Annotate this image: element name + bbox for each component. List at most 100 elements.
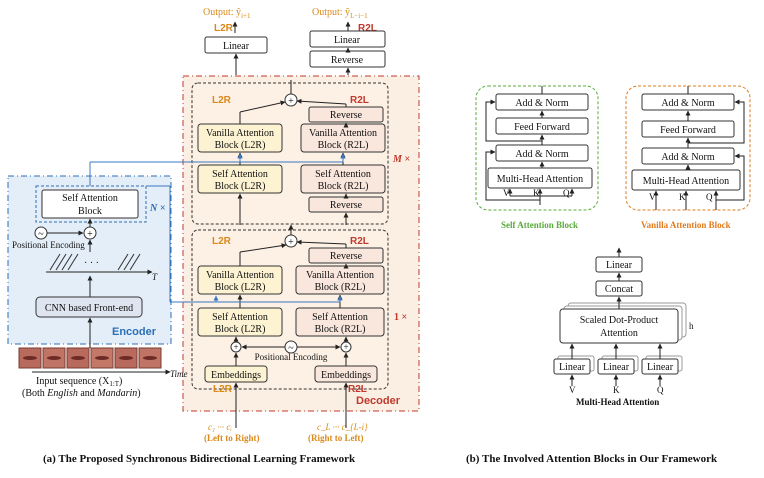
cnn-frontend-box [35, 296, 143, 318]
svg-text:Attention: Attention [600, 328, 638, 339]
right-to-left-label: (Right to Left) [308, 433, 364, 443]
mha-h-label: h [689, 321, 694, 331]
svg-text:Reverse: Reverse [330, 200, 363, 211]
top-linear-r2l-box [309, 30, 386, 48]
encoder-feature-frames [49, 253, 141, 271]
svg-text:Scaled Dot-Product: Scaled Dot-Product [580, 315, 659, 326]
svg-text:Block (L2R): Block (L2R) [215, 181, 266, 192]
svg-text:Q: Q [657, 385, 664, 395]
svg-text:Self Attention: Self Attention [315, 169, 371, 180]
svg-text:Output: ŷL−i−1: Output: ŷL−i−1 [312, 7, 368, 20]
svg-text:Block (R2L): Block (R2L) [315, 324, 366, 335]
svg-text:Concat: Concat [605, 284, 634, 295]
top-reverse-label: Reverse [331, 55, 364, 66]
svg-text:Add & Norm: Add & Norm [661, 98, 715, 109]
caption-right: (b) The Involved Attention Blocks in Our… [466, 453, 718, 465]
svg-text:Self Attention: Self Attention [62, 193, 118, 204]
svg-text:Q: Q [563, 188, 570, 198]
encoder-n-times: N × [149, 203, 166, 214]
caption-left: (a) The Proposed Synchronous Bidirection… [43, 453, 356, 465]
svg-text:Add & Norm: Add & Norm [661, 152, 715, 163]
encoder-self-attention-box [41, 189, 139, 219]
self-block-region [475, 85, 599, 211]
decoder-one-times: 1 × [394, 312, 407, 323]
svg-text:Vanilla Attention: Vanilla Attention [309, 128, 377, 139]
lip-frames [18, 347, 162, 369]
vanilla-block-arrows [653, 86, 745, 210]
vanilla-r2l-upper [300, 123, 386, 153]
svg-text:Feed Forward: Feed Forward [514, 122, 570, 133]
svg-text:Add & Norm: Add & Norm [515, 149, 569, 160]
svg-text:Q: Q [706, 192, 713, 202]
decoder-top-r2l-tag: R2L [350, 95, 369, 106]
svg-text:K: K [533, 188, 540, 198]
time-axis-label: Time [170, 369, 188, 379]
svg-text:V: V [649, 192, 656, 202]
output-l2r-label: Output: ŷ [203, 7, 241, 18]
svg-text:Input sequence (X1:T): Input sequence (X1:T) [36, 376, 122, 388]
encoder-to-decoder-links [89, 153, 346, 303]
decoder-mid-l2r-tag: L2R [212, 236, 232, 247]
mha-linear-q: Linear [647, 362, 674, 373]
svg-text:Multi-Head Attention: Multi-Head Attention [497, 174, 583, 185]
output-r2l-label: Output: ŷ [312, 7, 350, 18]
svg-text:Block (R2L): Block (R2L) [315, 282, 366, 293]
svg-text:+: + [288, 96, 294, 107]
svg-text:V: V [503, 188, 510, 198]
input-languages: (Both English and Mandarin) [22, 388, 141, 399]
top-r2l-tag: R2L [358, 23, 377, 34]
svg-text:Output: ŷi+1: Output: ŷi+1 [203, 7, 251, 20]
svg-text:+: + [233, 342, 238, 352]
mha-detail-title: Multi-Head Attention [576, 397, 659, 407]
top-outputs: Output: ŷi+1 Output: ŷL−i−1 L2R R2L Line… [203, 7, 386, 75]
top-linear-l2r-label: Linear [223, 41, 250, 52]
left-to-right-label: (Left to Right) [204, 433, 260, 443]
svg-text:V: V [569, 385, 576, 395]
mha-arrows [569, 247, 663, 386]
top-linear-r2l-label: Linear [334, 35, 361, 46]
svg-text:Embeddings: Embeddings [321, 370, 371, 381]
svg-text:+: + [288, 237, 294, 248]
svg-text:Multi-Head Attention: Multi-Head Attention [643, 176, 729, 187]
self-block-title: Self Attention Block [501, 220, 578, 230]
svg-text:Reverse: Reverse [330, 251, 363, 262]
decoder-mid-r2l-tag: R2L [350, 236, 369, 247]
mha-bottom-linears [553, 355, 683, 375]
self-block-arrows [485, 86, 575, 205]
vanilla-r2l-lower [295, 265, 385, 295]
svg-text:Reverse: Reverse [330, 110, 363, 121]
svg-text:~: ~ [288, 343, 294, 354]
svg-text:K: K [679, 192, 686, 202]
decoder-top-l2r-tag: L2R [212, 95, 232, 106]
svg-text:Block (R2L): Block (R2L) [318, 140, 369, 151]
vanilla-block-mha [631, 169, 741, 191]
svg-text:+: + [343, 342, 348, 352]
svg-text:Self Attention: Self Attention [312, 312, 368, 323]
encoder-t-axis: T [152, 272, 158, 282]
svg-text:Block (L2R): Block (L2R) [215, 282, 266, 293]
decoder-pe-label: Positional Encoding [255, 352, 328, 362]
input-sequence-label: Input sequence (X [36, 376, 110, 387]
svg-text:Vanilla Attention: Vanilla Attention [206, 128, 274, 139]
svg-text:~: ~ [38, 229, 44, 240]
svg-text:Feed Forward: Feed Forward [660, 125, 716, 136]
mha-linear-v: Linear [559, 362, 586, 373]
svg-text:Block: Block [78, 206, 102, 217]
decoder-input-l2r: c₁ ··· cᵢ [208, 422, 232, 432]
svg-text:K: K [613, 385, 620, 395]
svg-text:Add & Norm: Add & Norm [515, 98, 569, 109]
svg-text:Vanilla Attention: Vanilla Attention [306, 270, 374, 281]
svg-text:Vanilla Attention: Vanilla Attention [206, 270, 274, 281]
decoder-bottom-r2l-tag: R2L [348, 384, 367, 395]
decoder-m-times: M × [392, 154, 410, 165]
svg-text:Block (L2R): Block (L2R) [215, 324, 266, 335]
vanilla-block-title: Vanilla Attention Block [641, 220, 731, 230]
svg-text:Self Attention: Self Attention [212, 169, 268, 180]
svg-text:Embeddings: Embeddings [211, 370, 261, 381]
encoder-title: Encoder [112, 326, 157, 338]
mha-linear-k: Linear [603, 362, 630, 373]
svg-text:Block (L2R): Block (L2R) [215, 140, 266, 151]
svg-text:+: + [87, 229, 93, 240]
self-block-mha [487, 167, 593, 189]
